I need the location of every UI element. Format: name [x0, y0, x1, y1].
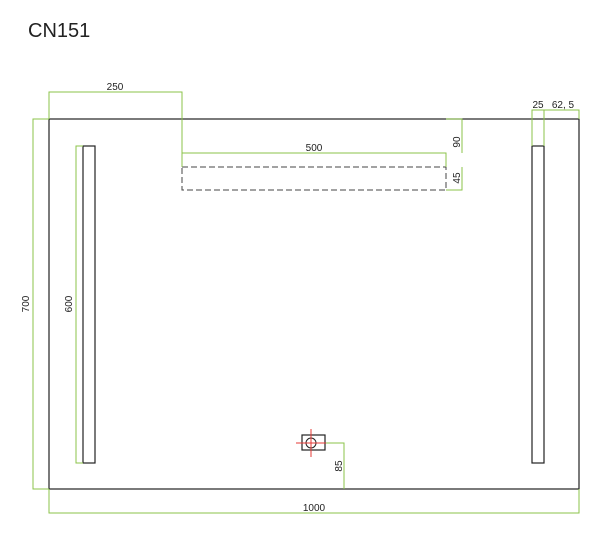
- dim-label-shelf-height: 45: [452, 172, 463, 184]
- left-led-strip: [82, 145, 96, 464]
- mirror-outline: [48, 118, 580, 490]
- dim-line-strip-right: [531, 109, 580, 146]
- dim-label-total-width: 1000: [303, 503, 326, 514]
- shelf-outline-dashed: [181, 166, 447, 191]
- drawing-title: CN151: [28, 20, 90, 42]
- dim-label-left-offset: 250: [107, 82, 124, 93]
- dimension-lines: [32, 91, 580, 514]
- dim-line-shelf-width: [181, 152, 447, 167]
- dim-label-top-gap: 90: [452, 136, 463, 148]
- dim-label-switch-offset: 85: [334, 460, 345, 472]
- dim-label-shelf-width: 500: [306, 143, 323, 154]
- dim-label-strip-length: 600: [64, 295, 75, 312]
- right-led-strip: [531, 145, 545, 464]
- touch-switch: [296, 429, 326, 457]
- dim-label-strip-width: 25: [532, 100, 544, 111]
- dim-line-top-gap: [446, 118, 463, 153]
- dim-line-strip-length: [75, 145, 83, 464]
- dim-label-strip-offset: 62, 5: [552, 100, 575, 111]
- dim-label-total-height: 700: [21, 295, 32, 312]
- dim-line-left-offset: [48, 91, 183, 167]
- dim-line-total-height: [32, 118, 49, 490]
- dim-line-shelf-height: [446, 167, 463, 191]
- dim-line-total-width: [48, 489, 580, 514]
